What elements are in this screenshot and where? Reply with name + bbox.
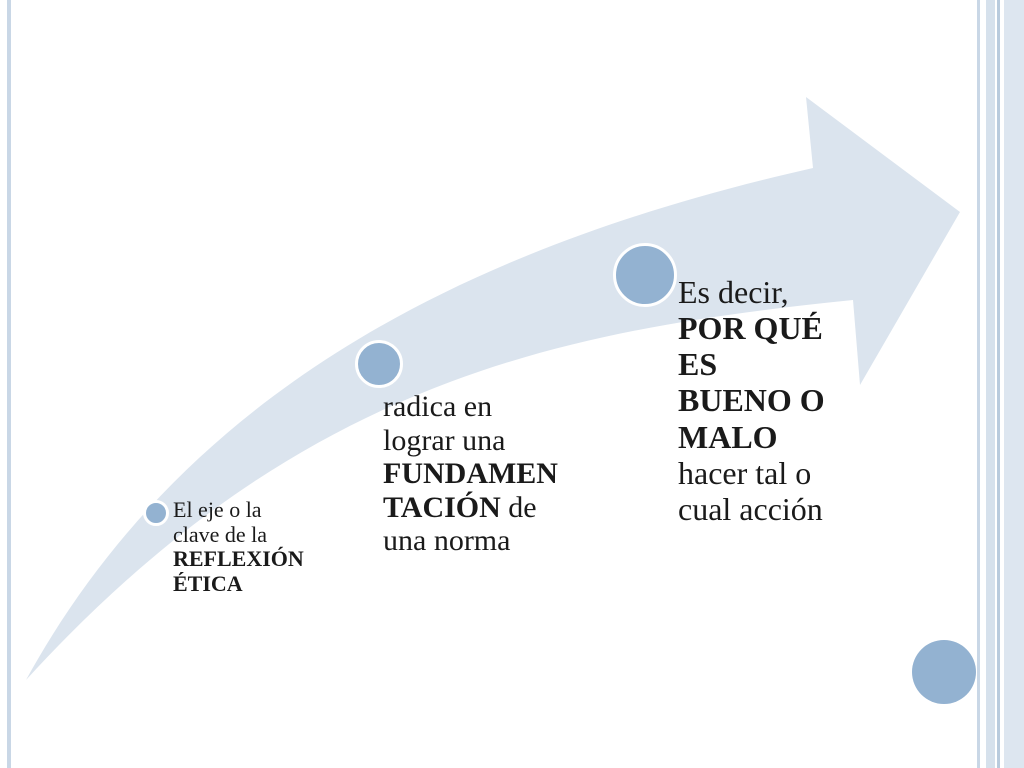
step-3-bold-line: ES bbox=[678, 346, 878, 382]
step-1-text: El eje o la clave de la REFLEXIÓN ÉTICA bbox=[173, 497, 373, 597]
curved-arrow-shape bbox=[26, 97, 960, 680]
right-stripe-decoration bbox=[977, 0, 1024, 768]
corner-circle-decoration-icon bbox=[912, 640, 976, 704]
step-2-line: lograr una bbox=[383, 423, 506, 457]
step-3-bold: MALO bbox=[678, 418, 778, 455]
step-2-bold-line: FUNDAMEN bbox=[383, 457, 623, 491]
step-3-bold: BUENO O bbox=[678, 382, 825, 419]
step-2-bold: FUNDAMEN bbox=[383, 457, 558, 491]
stripe bbox=[1004, 0, 1024, 768]
stripe bbox=[977, 0, 980, 768]
step-3-bold-line: POR QUÉ bbox=[678, 310, 878, 346]
step-3-line: cual acción bbox=[678, 490, 823, 527]
step-2-line: radica en bbox=[383, 390, 493, 423]
step-2-text: radica en lograr una FUNDAMEN TACIÓN de … bbox=[383, 390, 623, 558]
step-1-line: El eje o la bbox=[173, 497, 262, 522]
step-2-bold: TACIÓN bbox=[383, 490, 501, 524]
step-1-bold-line: ÉTICA bbox=[173, 570, 373, 597]
step-2-line: una norma bbox=[383, 524, 511, 558]
step-3-bold-line: MALO bbox=[678, 419, 878, 455]
step-2-marker-icon bbox=[355, 340, 403, 388]
stripe bbox=[997, 0, 1000, 768]
step-1-marker-icon bbox=[143, 500, 169, 526]
step-3-marker-icon bbox=[613, 243, 677, 307]
step-3-line: hacer tal o bbox=[678, 454, 812, 491]
step-3-bold: POR QUÉ bbox=[678, 310, 823, 347]
step-1-bold-line: REFLEXIÓN bbox=[173, 546, 373, 572]
left-border-decoration bbox=[7, 0, 11, 768]
step-3-text: Es decir, POR QUÉ ES BUENO O MALO hacer … bbox=[678, 274, 878, 527]
step-3-line: Es decir, bbox=[678, 274, 789, 310]
step-1-bold: ÉTICA bbox=[173, 570, 243, 596]
stripe bbox=[986, 0, 995, 768]
step-1-bold: REFLEXIÓN bbox=[173, 546, 304, 572]
step-2-mixed-line: TACIÓN de bbox=[383, 491, 623, 525]
step-1-line: clave de la bbox=[173, 521, 268, 547]
step-3-bold: ES bbox=[678, 346, 718, 383]
step-3-bold-line: BUENO O bbox=[678, 382, 878, 418]
step-2-after-bold: de bbox=[500, 490, 537, 524]
